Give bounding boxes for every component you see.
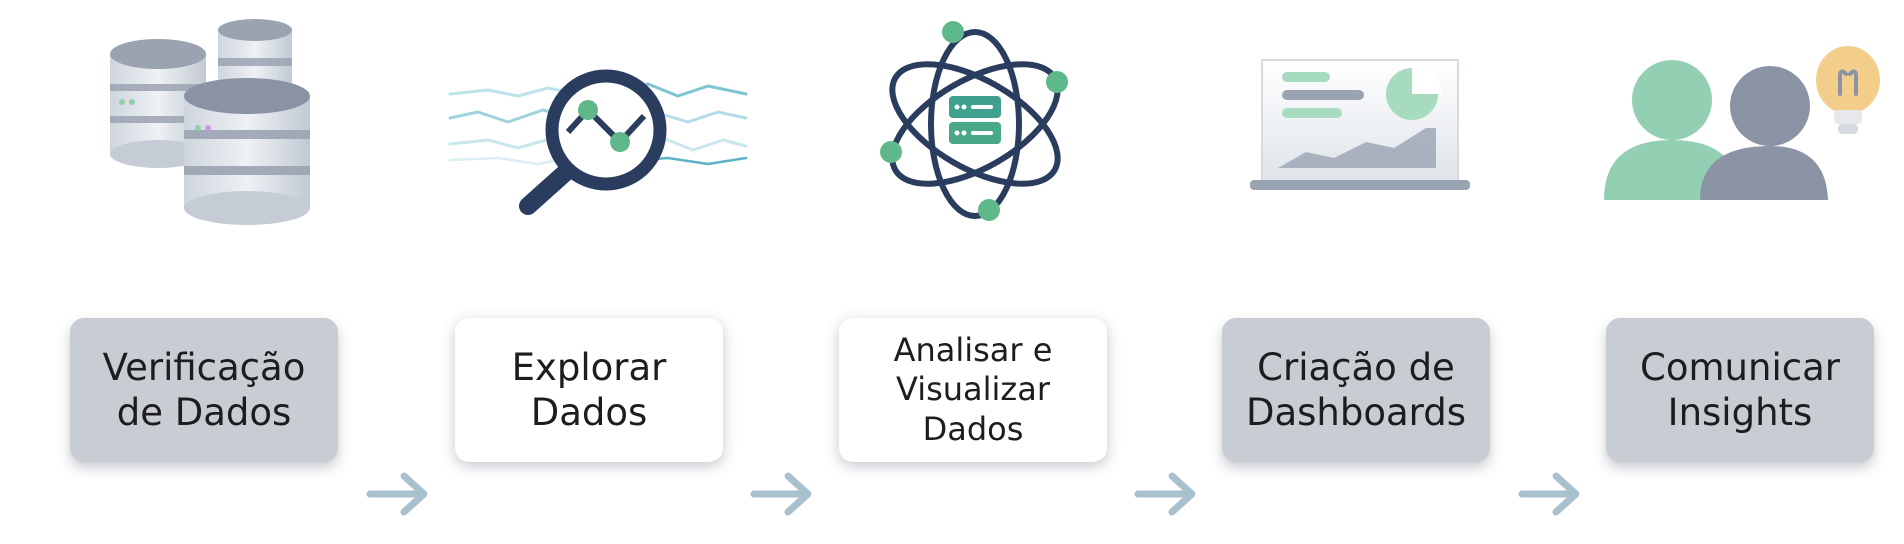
step-label: Comunicar Insights bbox=[1640, 345, 1840, 434]
step-label: Analisar e Visualizar Dados bbox=[893, 331, 1053, 448]
arrow-right-icon bbox=[1134, 470, 1198, 518]
database-icon bbox=[100, 18, 320, 228]
magnifier-trend-icon bbox=[448, 60, 748, 220]
atom-data-icon bbox=[875, 16, 1075, 226]
arrow-right-icon bbox=[1518, 470, 1582, 518]
step-criacao-de-dashboards: Criação de Dashboards bbox=[1222, 318, 1490, 462]
step-label: Criação de Dashboards bbox=[1245, 345, 1466, 434]
step-label: Verificação de Dados bbox=[102, 345, 306, 434]
step-label: Explorar Dados bbox=[511, 345, 667, 434]
step-comunicar-insights: Comunicar Insights bbox=[1606, 318, 1874, 462]
step-analisar-e-visualizar-dados: Analisar e Visualizar Dados bbox=[839, 318, 1107, 462]
arrow-right-icon bbox=[366, 470, 430, 518]
dashboard-laptop-icon bbox=[1248, 56, 1472, 196]
step-verificacao-de-dados: Verificação de Dados bbox=[70, 318, 338, 462]
step-explorar-dados: Explorar Dados bbox=[455, 318, 723, 462]
arrow-right-icon bbox=[750, 470, 814, 518]
people-lightbulb-icon bbox=[1600, 40, 1890, 210]
